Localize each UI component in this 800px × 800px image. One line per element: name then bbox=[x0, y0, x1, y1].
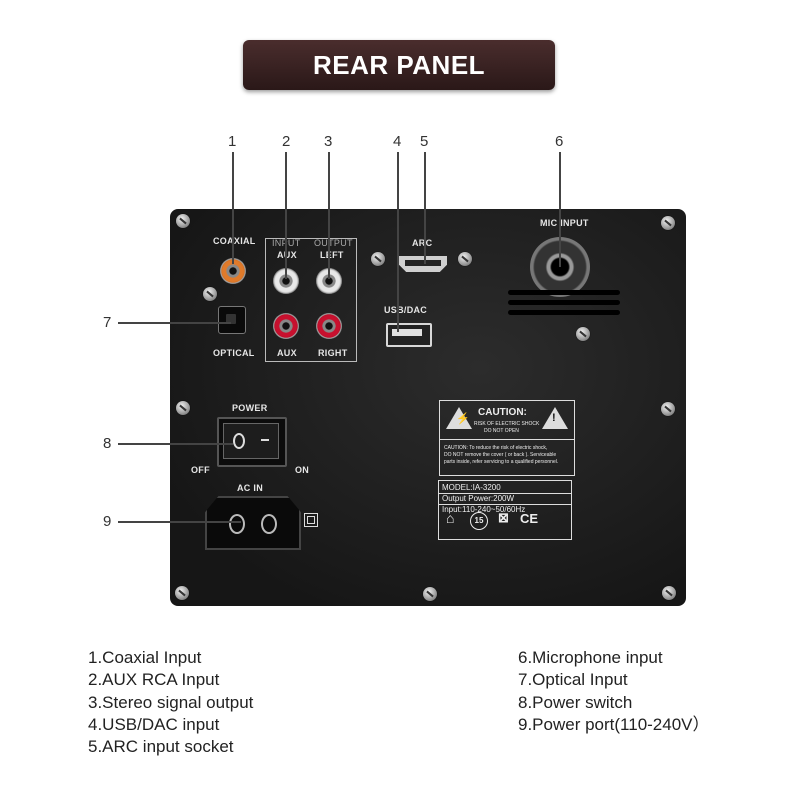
callout-9: 9 bbox=[103, 513, 112, 530]
callout-4: 4 bbox=[393, 133, 402, 150]
model-divider bbox=[439, 493, 571, 494]
hdmi-arc-port[interactable] bbox=[399, 256, 447, 272]
optical-port[interactable] bbox=[218, 306, 246, 334]
screw-icon bbox=[176, 214, 190, 228]
legend-item: 9.Power port(110-240V） bbox=[518, 714, 710, 734]
caution-note3: parts inside, refer servicing to a quali… bbox=[444, 459, 559, 465]
model-label: MODEL:IA-3200 Output Power:200W Input:11… bbox=[438, 480, 572, 540]
cert-15-badge: 15 bbox=[470, 512, 488, 530]
caution-label: ⚡ ! CAUTION: RISK OF ELECTRIC SHOCK DO N… bbox=[439, 400, 575, 476]
ce-mark: CE bbox=[520, 511, 539, 526]
leader-line-6 bbox=[559, 152, 561, 267]
vent-slot bbox=[508, 290, 620, 295]
callout-6: 6 bbox=[555, 133, 564, 150]
output-label: OUTPUT bbox=[314, 238, 353, 248]
usb-dac-label: USB/DAC bbox=[384, 305, 428, 315]
callout-3: 3 bbox=[324, 133, 333, 150]
weee-bin-icon: ⊠ bbox=[498, 510, 509, 525]
caution-divider bbox=[440, 439, 574, 440]
legend-item: 2.AUX RCA Input bbox=[88, 670, 220, 690]
screw-icon bbox=[175, 586, 189, 600]
output-right-jack[interactable] bbox=[316, 313, 342, 339]
legend-item: 3.Stereo signal output bbox=[88, 692, 254, 712]
off-symbol-icon bbox=[233, 433, 245, 449]
aux-right-jack[interactable] bbox=[273, 313, 299, 339]
screw-icon bbox=[176, 401, 190, 415]
legend-left: 1.Coaxial Input 2.AUX RCA Input 3.Stereo… bbox=[88, 647, 253, 758]
screw-icon bbox=[458, 252, 472, 266]
on-label: ON bbox=[295, 465, 310, 475]
callout-8: 8 bbox=[103, 435, 112, 452]
leader-line-4 bbox=[397, 152, 399, 332]
ac-power-port[interactable] bbox=[205, 496, 301, 550]
exclamation-warning-icon: ! bbox=[542, 407, 568, 429]
ac-pin-icon bbox=[229, 514, 245, 534]
vent-slot bbox=[508, 300, 620, 305]
leader-line-8 bbox=[118, 443, 233, 445]
screw-icon bbox=[371, 252, 385, 266]
power-switch[interactable] bbox=[217, 417, 287, 467]
legend-item: 7.Optical Input bbox=[518, 670, 628, 690]
screw-icon bbox=[661, 216, 675, 230]
ac-in-label: AC IN bbox=[237, 483, 263, 493]
legend-item: 4.USB/DAC input bbox=[88, 714, 220, 734]
leader-line-5 bbox=[424, 152, 426, 264]
legend-item: 8.Power switch bbox=[518, 692, 633, 712]
leader-line-2 bbox=[285, 152, 287, 279]
leader-line-1 bbox=[232, 152, 234, 264]
rca-group-frame bbox=[265, 238, 357, 362]
leader-line-7 bbox=[118, 322, 231, 324]
legend-item: 6.Microphone input bbox=[518, 648, 663, 667]
caution-line1: RISK OF ELECTRIC SHOCK bbox=[474, 421, 540, 427]
ac-pin-icon bbox=[261, 514, 277, 534]
aux-bottom-label: AUX bbox=[277, 348, 297, 358]
screw-icon bbox=[423, 587, 437, 601]
legend-right: 6.Microphone input 7.Optical Input 8.Pow… bbox=[518, 647, 710, 736]
optical-label: OPTICAL bbox=[213, 348, 255, 358]
on-symbol-icon bbox=[261, 439, 269, 441]
caution-note2: DO NOT remove the cover ( or back ). Ser… bbox=[444, 452, 557, 458]
indoor-use-icon: ⌂ bbox=[446, 510, 455, 526]
callout-7: 7 bbox=[103, 314, 112, 331]
power-label: POWER bbox=[232, 403, 268, 413]
screw-icon bbox=[661, 402, 675, 416]
caution-note1: CAUTION: To reduce the risk of electric … bbox=[444, 445, 548, 451]
right-label: RIGHT bbox=[318, 348, 348, 358]
output-power-text: Output Power:200W bbox=[442, 494, 515, 503]
callout-2: 2 bbox=[282, 133, 291, 150]
leader-line-3 bbox=[328, 152, 330, 279]
coaxial-label: COAXIAL bbox=[213, 236, 256, 246]
model-text: MODEL:IA-3200 bbox=[442, 483, 501, 492]
caution-line2: DO NOT OPEN bbox=[484, 428, 519, 434]
screw-icon bbox=[576, 327, 590, 341]
shock-warning-icon: ⚡ bbox=[446, 407, 472, 429]
legend-item: 5.ARC input socket bbox=[88, 737, 234, 757]
double-insulation-icon bbox=[304, 513, 318, 527]
usb-port[interactable] bbox=[386, 323, 432, 347]
legend-item: 1.Coaxial Input bbox=[88, 648, 202, 667]
callout-1: 1 bbox=[228, 133, 237, 150]
title-banner: REAR PANEL bbox=[243, 40, 555, 90]
arc-label: ARC bbox=[412, 238, 433, 248]
left-label: LEFT bbox=[320, 250, 344, 260]
input-spec-text: Input:110-240~50/60Hz bbox=[442, 505, 526, 514]
page-title: REAR PANEL bbox=[312, 50, 486, 80]
leader-line-9 bbox=[118, 521, 241, 523]
callout-5: 5 bbox=[420, 133, 429, 150]
screw-icon bbox=[662, 586, 676, 600]
vent-slot bbox=[508, 310, 620, 315]
screw-icon bbox=[203, 287, 217, 301]
off-label: OFF bbox=[191, 465, 210, 475]
mic-input-label: MIC INPUT bbox=[540, 218, 589, 228]
model-divider bbox=[439, 504, 571, 505]
caution-title: CAUTION: bbox=[478, 407, 527, 418]
